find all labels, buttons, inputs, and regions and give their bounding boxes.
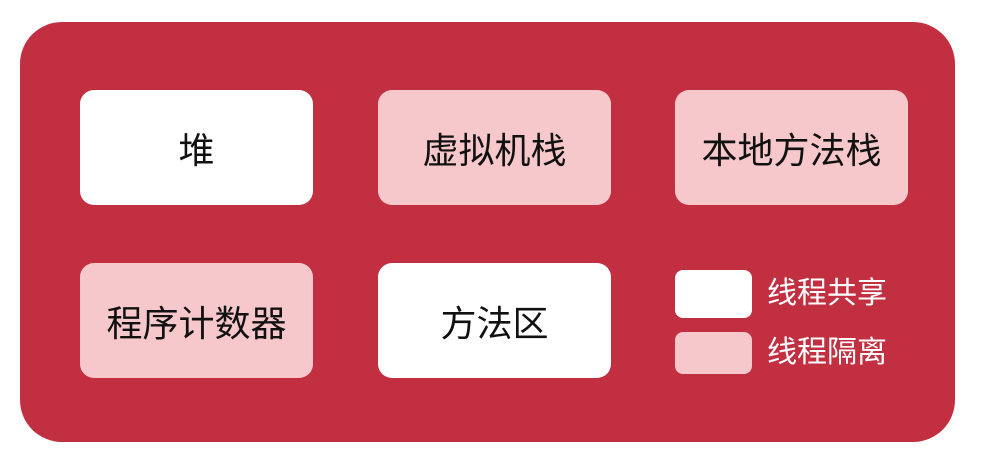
method-area-box: 方法区	[378, 263, 611, 378]
legend-swatch-isolated	[675, 332, 752, 374]
native-method-stack-label: 本地方法栈	[701, 130, 882, 172]
vm-stack-box: 虚拟机栈	[378, 90, 611, 205]
heap-box: 堆	[80, 90, 313, 205]
native-method-stack-box: 本地方法栈	[675, 90, 908, 205]
vm-stack-label: 虚拟机栈	[422, 130, 567, 172]
method-area-label: 方法区	[440, 303, 549, 345]
program-counter-label: 程序计数器	[106, 303, 287, 345]
jvm-memory-panel	[20, 22, 955, 442]
legend-label-shared: 线程共享	[767, 276, 887, 311]
legend-label-isolated: 线程隔离	[767, 335, 887, 370]
program-counter-box: 程序计数器	[80, 263, 313, 378]
legend-swatch-shared	[675, 270, 752, 318]
heap-label: 堆	[178, 130, 215, 172]
